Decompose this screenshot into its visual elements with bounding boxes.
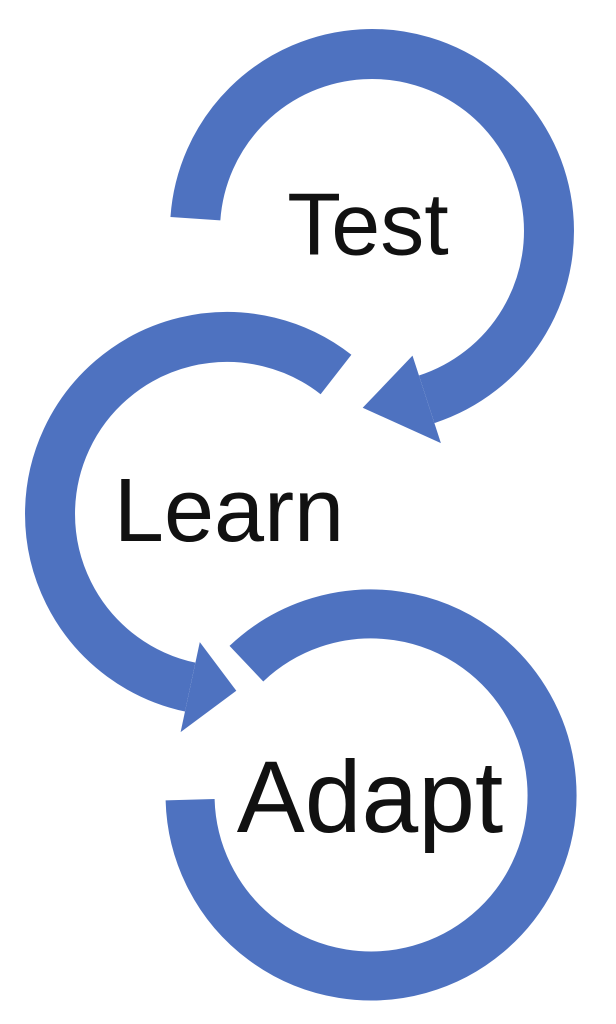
adapt-cycle-step: Adapt xyxy=(165,589,577,1001)
test-circular-arrow xyxy=(170,29,574,424)
adapt-label: Adapt xyxy=(237,740,504,854)
learn-label: Learn xyxy=(114,461,344,561)
test-label: Test xyxy=(287,175,448,274)
test-arrowhead-icon xyxy=(362,355,441,444)
learn-cycle-step: Learn xyxy=(25,312,352,733)
learn-circular-arrow xyxy=(25,312,352,712)
test-cycle-step: Test xyxy=(170,29,574,444)
learn-arrowhead-icon xyxy=(180,642,237,733)
adapt-circular-arrow xyxy=(165,589,577,1001)
